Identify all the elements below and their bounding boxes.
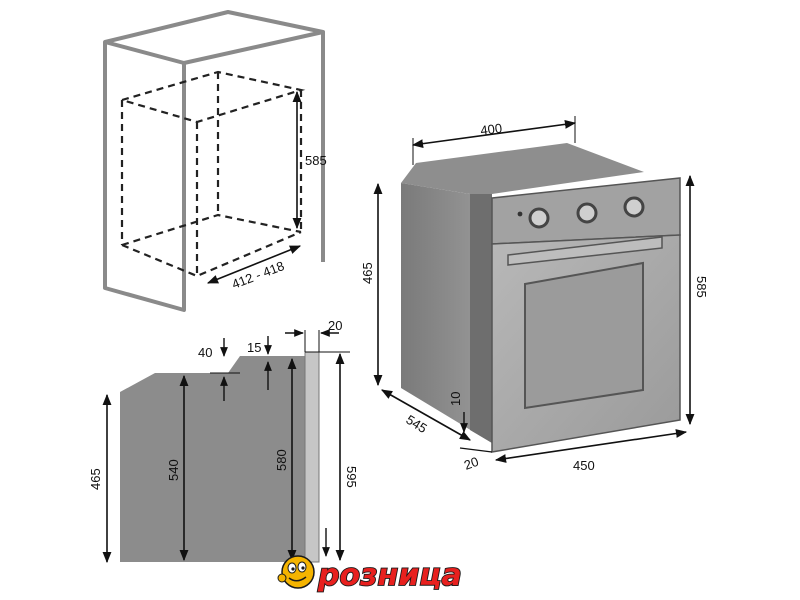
oven-window [524,261,644,410]
knob-1 [528,207,550,229]
side-profile-front-panel [304,351,320,563]
side-profile-body [120,356,305,562]
cabinet-niche [118,70,306,278]
dim-oven-front-width: 450 [573,458,595,473]
oven-handle [507,236,663,266]
oven-drawing: 400 465 585 545 10 20 450 [360,116,709,473]
dim-side-rear-height: 465 [88,468,103,490]
oven-top [401,143,644,194]
dim-oven-side-height: 465 [360,262,375,284]
cabinet-top [103,10,325,65]
dim-cabinet-height: 585 [305,153,327,168]
brand-name: розница [317,558,462,593]
cabinet-drawing: 585 412 - 418 [103,10,327,312]
dim-side-mid-height: 540 [166,459,181,481]
side-profile-drawing: 465 540 580 595 40 15 20 [88,318,359,564]
oven-side-panel [401,183,492,443]
knob-2 [576,202,598,224]
dim-side-step: 15 [247,340,261,355]
oven-knobs [517,196,645,229]
dim-oven-front-height: 585 [694,276,709,298]
dim-oven-foot: 10 [448,392,463,406]
dim-side-panel-thickness: 20 [328,318,342,333]
dim-side-inner-height: 580 [274,449,289,471]
cabinet-left-edge [103,42,186,312]
knob-3 [623,196,645,218]
dim-oven-width-top: 400 [480,120,503,138]
brand-logo: розница [277,555,463,594]
dim-oven-offset: 20 [462,454,481,473]
mascot-icon [277,555,315,589]
dim-side-total-height: 595 [344,466,359,488]
indicator-light [517,211,523,217]
dim-side-top-offset: 40 [198,345,212,360]
